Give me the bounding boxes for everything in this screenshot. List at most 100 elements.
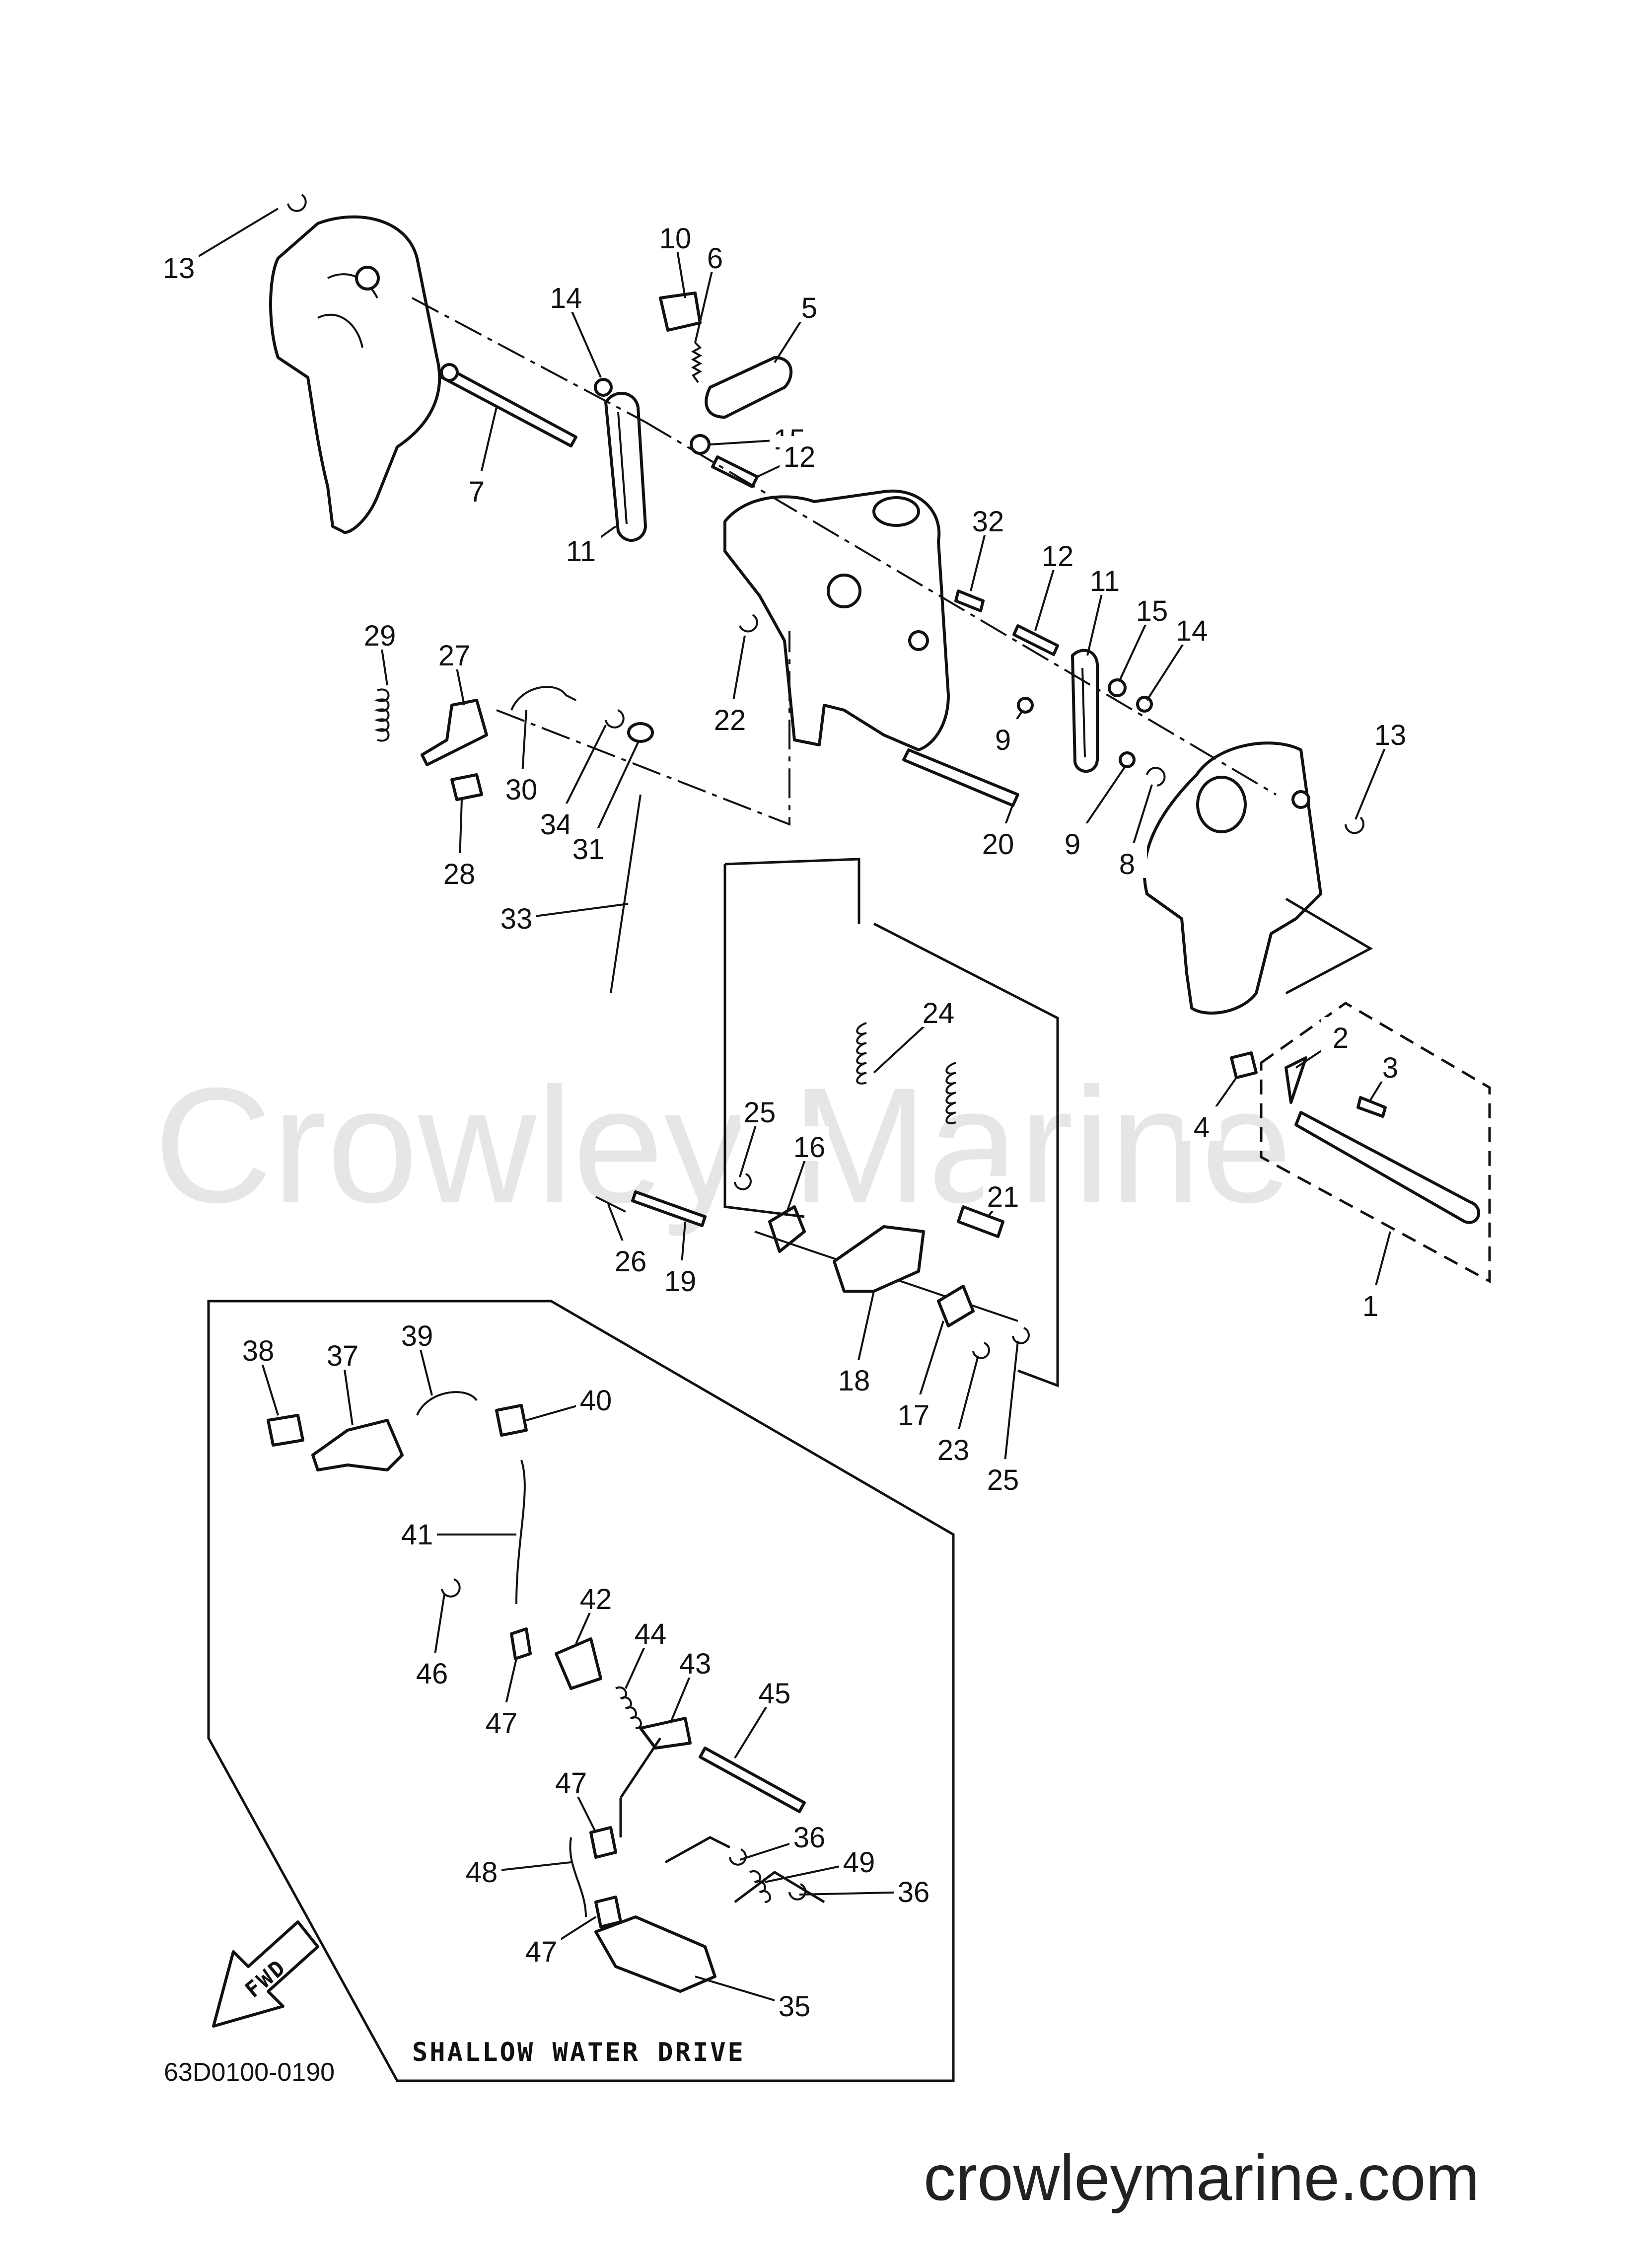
callout-41[interactable]: 41 (401, 1519, 433, 1551)
wire-48[interactable] (569, 1837, 587, 1917)
clip-47-mid[interactable] (589, 1826, 617, 1859)
callout-14[interactable]: 14 (1176, 615, 1208, 647)
callout-13[interactable]: 13 (1374, 719, 1407, 751)
washer-14-right[interactable] (1136, 696, 1153, 713)
callout-49[interactable]: 49 (843, 1846, 875, 1879)
callout-14[interactable]: 14 (550, 282, 582, 314)
pin-3[interactable] (1356, 1096, 1387, 1118)
callout-13[interactable]: 13 (163, 252, 195, 285)
clip-8[interactable] (1146, 767, 1166, 787)
bracket-18[interactable] (833, 1225, 925, 1293)
callout-42[interactable]: 42 (580, 1583, 612, 1615)
bushing-42[interactable] (555, 1637, 602, 1690)
bracket-left[interactable] (269, 215, 441, 534)
callout-47[interactable]: 47 (555, 1767, 587, 1799)
callout-37[interactable]: 37 (327, 1340, 359, 1372)
washer-9b[interactable] (1119, 751, 1136, 768)
clip-25-top[interactable] (734, 1173, 752, 1190)
callout-33[interactable]: 33 (500, 903, 533, 935)
washer-15-right[interactable] (1108, 678, 1127, 697)
callout-34[interactable]: 34 (540, 808, 572, 841)
clip-2[interactable] (1285, 1056, 1307, 1104)
clip-22[interactable] (739, 614, 758, 633)
spring-49[interactable] (749, 1870, 771, 1903)
bracket-35[interactable] (594, 1915, 716, 1993)
rod-1[interactable] (1294, 1111, 1480, 1224)
washer-14-left[interactable] (594, 378, 613, 397)
roller-21[interactable] (957, 1205, 1004, 1238)
callout-1[interactable]: 1 (1362, 1290, 1378, 1322)
clip-46[interactable] (441, 1578, 461, 1598)
callout-3[interactable]: 3 (1382, 1052, 1398, 1084)
callout-25[interactable]: 25 (987, 1464, 1019, 1496)
clip-36-top[interactable] (729, 1848, 747, 1866)
callout-36[interactable]: 36 (898, 1876, 930, 1908)
pin-12-left[interactable] (711, 455, 759, 488)
bolt-20[interactable] (902, 748, 1019, 807)
clip-47-top[interactable] (510, 1627, 532, 1660)
callout-22[interactable]: 22 (714, 704, 746, 736)
block-38[interactable] (267, 1414, 304, 1447)
shaft-7[interactable] (440, 366, 577, 447)
cam-10[interactable] (659, 292, 702, 332)
spring-24a[interactable] (856, 1022, 867, 1085)
shaft-19[interactable] (631, 1190, 707, 1227)
callout-9[interactable]: 9 (1065, 828, 1080, 861)
block-28[interactable] (450, 773, 483, 801)
e-clip-13-left[interactable] (287, 194, 307, 212)
callout-38[interactable]: 38 (242, 1335, 275, 1367)
callout-11[interactable]: 11 (1090, 565, 1120, 597)
bracket-right[interactable] (1142, 741, 1322, 1015)
callout-30[interactable]: 30 (505, 774, 538, 806)
cap-4[interactable] (1230, 1051, 1258, 1079)
callout-12[interactable]: 12 (784, 441, 816, 473)
callout-7[interactable]: 7 (469, 476, 485, 508)
callout-29[interactable]: 29 (364, 620, 396, 652)
callout-16[interactable]: 16 (793, 1131, 826, 1164)
callout-45[interactable]: 45 (759, 1678, 791, 1710)
link-11-left[interactable] (604, 392, 647, 542)
callout-17[interactable]: 17 (898, 1399, 930, 1432)
callout-4[interactable]: 4 (1194, 1111, 1210, 1144)
callout-8[interactable]: 8 (1119, 848, 1135, 880)
rod-33[interactable] (610, 794, 642, 994)
callout-23[interactable]: 23 (937, 1434, 970, 1466)
clip-34[interactable] (605, 709, 625, 729)
callout-43[interactable]: 43 (679, 1648, 712, 1680)
spring-24b[interactable] (945, 1062, 956, 1124)
plate-5[interactable] (705, 356, 792, 419)
callout-24[interactable]: 24 (923, 997, 955, 1029)
lever-43[interactable] (639, 1717, 692, 1750)
callout-20[interactable]: 20 (982, 828, 1014, 861)
bolt-32[interactable] (954, 589, 985, 612)
spring-6[interactable] (691, 342, 703, 383)
lever-17[interactable] (937, 1285, 975, 1327)
callout-2[interactable]: 2 (1333, 1022, 1349, 1054)
housing-central[interactable] (723, 489, 950, 751)
callout-47[interactable]: 47 (486, 1707, 518, 1740)
clip-23[interactable] (972, 1342, 990, 1359)
washer-9a[interactable] (1017, 697, 1034, 714)
callout-5[interactable]: 5 (801, 292, 817, 324)
callout-11[interactable]: 11 (566, 535, 596, 568)
spring-30[interactable] (510, 686, 576, 711)
link-11-right[interactable] (1071, 649, 1099, 773)
callout-15[interactable]: 15 (1136, 595, 1168, 627)
callout-12[interactable]: 12 (1042, 540, 1074, 573)
callout-19[interactable]: 19 (664, 1265, 697, 1298)
pin-12-right[interactable] (1012, 624, 1059, 656)
callout-39[interactable]: 39 (401, 1320, 433, 1352)
callout-21[interactable]: 21 (987, 1181, 1019, 1213)
lever-27[interactable] (421, 699, 488, 766)
callout-32[interactable]: 32 (972, 506, 1004, 538)
rod-41[interactable] (515, 1460, 526, 1605)
callout-47[interactable]: 47 (525, 1936, 558, 1968)
callout-10[interactable]: 10 (659, 222, 692, 255)
spring-39[interactable] (416, 1391, 478, 1416)
callout-26[interactable]: 26 (615, 1245, 647, 1278)
callout-31[interactable]: 31 (572, 833, 605, 866)
callout-36[interactable]: 36 (793, 1822, 826, 1854)
clip-36-bottom[interactable] (788, 1883, 806, 1901)
e-clip-13-right[interactable] (1345, 816, 1364, 834)
callout-44[interactable]: 44 (635, 1618, 667, 1650)
